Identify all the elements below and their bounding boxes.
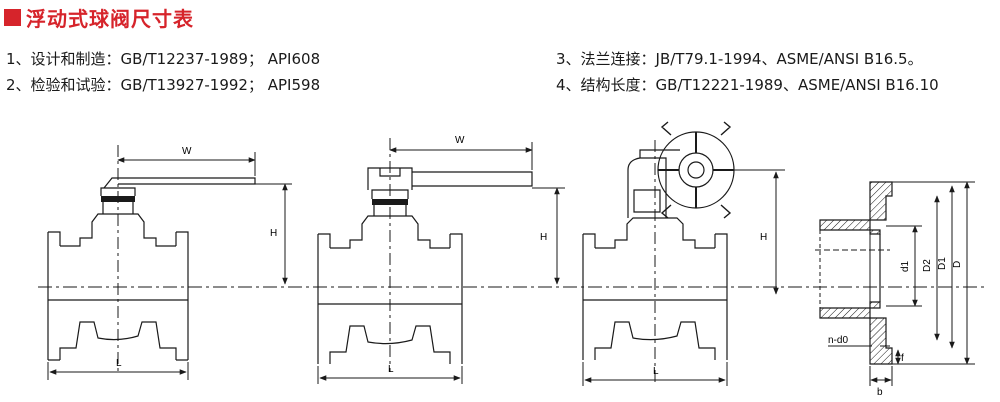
dim-f: f (901, 353, 904, 364)
specs-left: 1、设计和制造：GB/T12237-1989； API608 2、检验和试验：G… (6, 46, 320, 98)
page-title: 浮动式球阀尺寸表 (26, 6, 194, 31)
dim-d1: D1 (937, 257, 948, 270)
spec-design: 1、设计和制造：GB/T12237-1989； API608 (6, 50, 321, 68)
valve-gear-view (582, 121, 785, 386)
valve-wrench-view (317, 138, 565, 384)
dim-h-1: H (270, 228, 277, 239)
dim-h-3: H (760, 232, 767, 243)
dim-h-2: H (540, 232, 547, 243)
specs-right: 3、法兰连接：JB/T79.1-1994、ASME/ANSI B16.5。 4、… (556, 46, 939, 98)
dim-dn: d1 (900, 260, 911, 272)
title-block: 浮动式球阀尺寸表 (4, 2, 194, 32)
dim-d2: D2 (922, 259, 933, 272)
title-marker-icon (4, 8, 21, 26)
dim-l-3: L (653, 366, 659, 377)
dim-b: b (877, 387, 883, 398)
dim-bolts: n-d0 (828, 335, 848, 346)
flange-detail (815, 181, 975, 386)
valve-lever-view (47, 145, 292, 380)
dim-d: D (952, 261, 963, 268)
dim-w-1: W (182, 146, 192, 157)
spec-flange: 3、法兰连接：JB/T79.1-1994、ASME/ANSI B16.5。 (556, 50, 923, 68)
dim-w-2: W (455, 135, 465, 146)
spec-inspection: 2、检验和试验：GB/T13927-1992； API598 (6, 76, 321, 94)
dim-l-1: L (116, 358, 122, 369)
spec-length: 4、结构长度：GB/T12221-1989、ASME/ANSI B16.10 (556, 76, 939, 94)
dim-l-2: L (388, 364, 394, 375)
